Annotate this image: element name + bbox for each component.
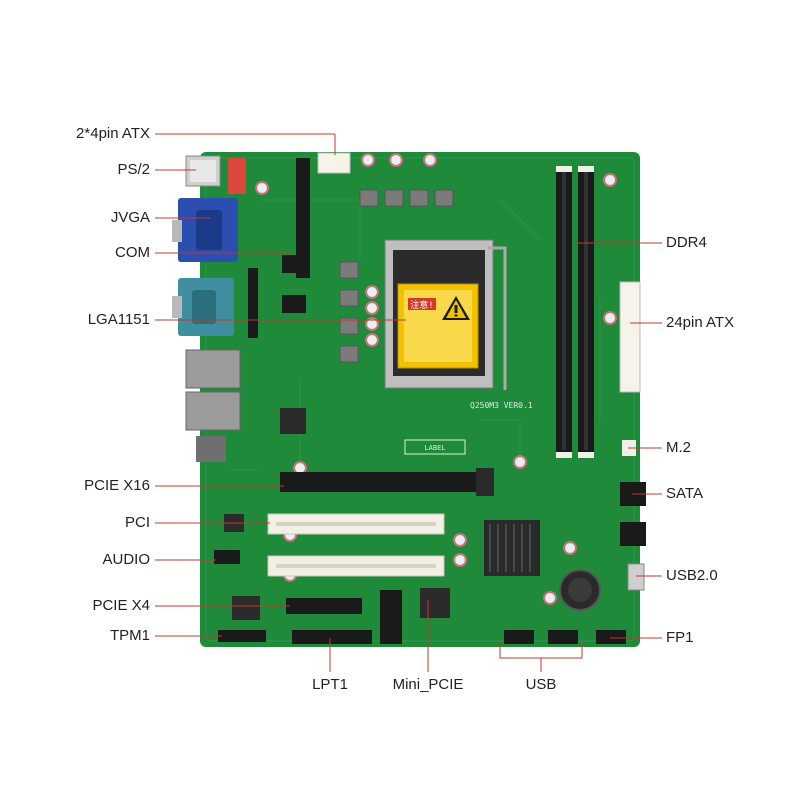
label-jvga: JVGA bbox=[110, 209, 150, 226]
label-sata: SATA bbox=[666, 485, 703, 502]
label-24pin-atx: 24pin ATX bbox=[666, 314, 735, 331]
usb20-port bbox=[627, 563, 645, 591]
usb-header-2 bbox=[548, 630, 578, 644]
lpt1-header bbox=[292, 630, 372, 644]
pcie-x4-slot bbox=[286, 598, 362, 614]
lan-port-1 bbox=[185, 349, 241, 389]
audio-header bbox=[214, 550, 240, 564]
leader-usb bbox=[499, 642, 583, 672]
tpm1-header bbox=[218, 630, 266, 642]
label-mini-pcie: Mini_PCIE bbox=[392, 676, 464, 693]
lan-port-2 bbox=[185, 391, 241, 431]
label-usb20: USB2.0 bbox=[666, 567, 718, 584]
red-header bbox=[228, 158, 246, 194]
label-tpm1: TPM1 bbox=[109, 627, 150, 644]
chipset-heatsink bbox=[484, 520, 540, 576]
label-audio: AUDIO bbox=[102, 551, 150, 568]
label-box bbox=[404, 439, 466, 455]
svg-text:LABEL: LABEL bbox=[424, 444, 445, 452]
pcie-x16-slot bbox=[280, 472, 492, 492]
atx-24pin bbox=[619, 281, 641, 393]
label-ddr4: DDR4 bbox=[666, 234, 707, 251]
atx-8pin bbox=[317, 152, 351, 174]
sata-port-2 bbox=[620, 522, 646, 546]
label-ps2: PS/2 bbox=[117, 161, 150, 178]
label-pcie-x4: PCIE X4 bbox=[92, 597, 150, 614]
label-usb: USB bbox=[525, 676, 557, 693]
label-com: COM bbox=[115, 244, 150, 261]
label-2x4pin-atx: 2*4pin ATX bbox=[76, 125, 150, 142]
model-silkscreen: Q250M3 VER0.1 bbox=[470, 401, 533, 410]
label-lga1151: LGA1151 bbox=[87, 311, 150, 328]
usb-header-1 bbox=[504, 630, 534, 644]
label-pcie-x16: PCIE X16 bbox=[84, 477, 150, 494]
label-fp1: FP1 bbox=[666, 629, 694, 646]
label-m2: M.2 bbox=[666, 439, 692, 456]
label-lpt1: LPT1 bbox=[312, 676, 348, 693]
warning-title: 注意! bbox=[410, 299, 433, 311]
fp1-header bbox=[596, 630, 626, 644]
mini-pcie-slot bbox=[380, 590, 402, 644]
label-pci: PCI bbox=[124, 514, 150, 531]
audio-jack bbox=[196, 436, 226, 462]
